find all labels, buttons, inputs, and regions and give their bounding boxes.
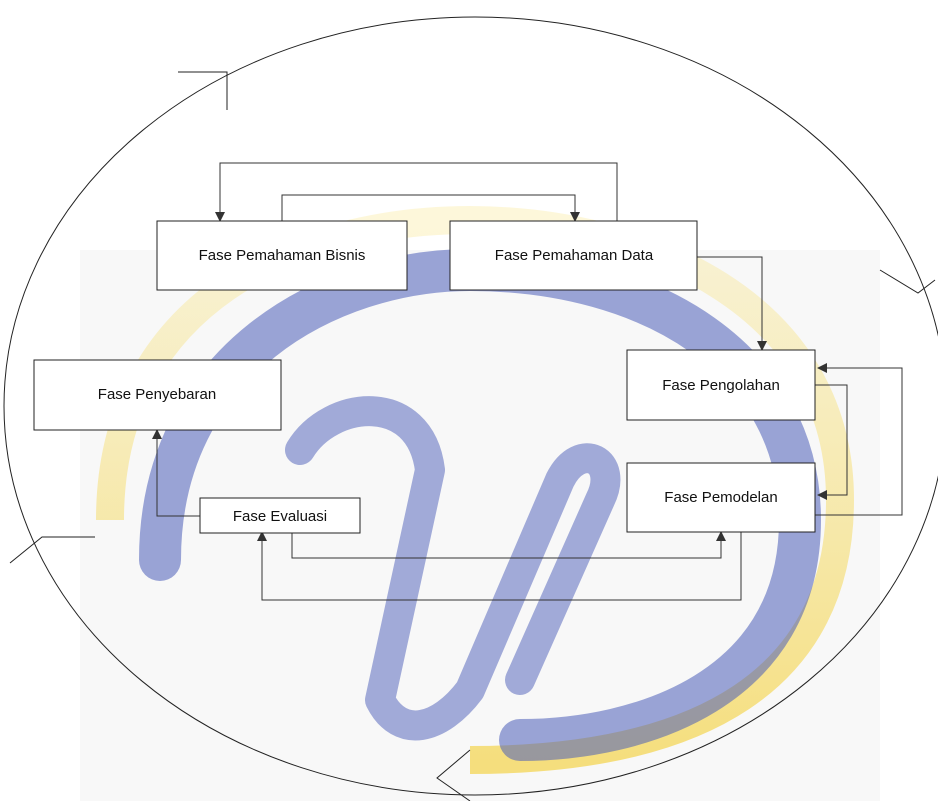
box-business-understanding: Fase Pemahaman Bisnis (156, 220, 408, 291)
box-evaluation: Fase Evaluasi (199, 497, 361, 534)
arrow-business-to-data (281, 194, 580, 222)
cycle-tick-bottom (436, 749, 471, 801)
arrow-data-to-business (215, 162, 618, 222)
label-business-understanding: Fase Pemahaman Bisnis (199, 247, 366, 264)
label-modeling: Fase Pemodelan (664, 489, 777, 506)
connectors (152, 162, 903, 601)
watermark-blue-ring (139, 248, 822, 761)
arrow-evaluation-to-deployment (152, 429, 200, 517)
label-data-preparation: Fase Pengolahan (662, 377, 780, 394)
cycle-ellipse (3, 16, 938, 801)
box-data-preparation: Fase Pengolahan (626, 349, 816, 421)
label-data-understanding: Fase Pemahaman Data (495, 247, 654, 264)
label-evaluation: Fase Evaluasi (233, 508, 327, 525)
arrow-modeling-to-evaluation (257, 531, 742, 601)
watermark-w-letter (285, 396, 621, 741)
cycle-tick-left (9, 536, 95, 564)
label-deployment: Fase Penyebaran (98, 386, 216, 403)
box-data-understanding: Fase Pemahaman Data (449, 220, 698, 291)
box-deployment: Fase Penyebaran (33, 359, 282, 431)
arrow-preparation-to-modeling (815, 384, 848, 500)
arrow-evaluation-to-modeling (291, 531, 726, 559)
arrow-modeling-to-preparation (815, 363, 903, 516)
outer-cycle-ring (3, 16, 938, 796)
cycle-tick-top-left (178, 71, 228, 110)
box-modeling: Fase Pemodelan (626, 462, 816, 533)
cycle-tick-right (879, 269, 936, 294)
arrow-data-to-preparation (697, 256, 767, 351)
